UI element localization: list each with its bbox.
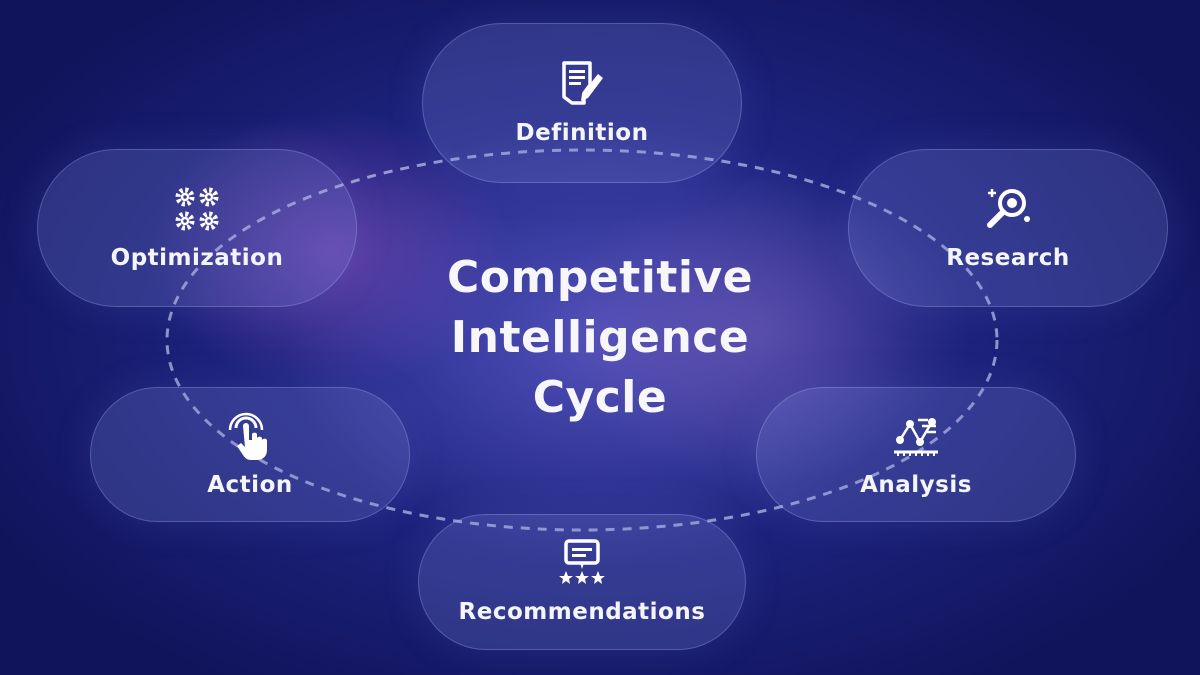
title-line: Intelligence bbox=[450, 312, 750, 363]
data-analysis-icon bbox=[894, 417, 938, 456]
title-line: Cycle bbox=[532, 372, 668, 423]
step-label: Definition bbox=[515, 120, 649, 146]
title-line: Competitive bbox=[447, 252, 753, 303]
step-label: Analysis bbox=[860, 471, 972, 498]
step-label: Recommendations bbox=[458, 599, 706, 625]
step-label: Research bbox=[946, 245, 1070, 271]
board-stars-icon bbox=[559, 539, 605, 584]
step-research: Research bbox=[848, 149, 1168, 307]
step-optimization: Optimization bbox=[37, 149, 357, 307]
step-recommendations: Recommendations bbox=[418, 514, 746, 650]
gears-icon bbox=[175, 187, 219, 231]
step-label: Optimization bbox=[110, 245, 284, 271]
step-action: Action bbox=[90, 387, 410, 522]
step-label: Action bbox=[207, 471, 293, 498]
step-analysis: Analysis bbox=[756, 387, 1076, 522]
magnifier-sparkle-icon bbox=[987, 189, 1030, 228]
document-pen-icon bbox=[562, 61, 603, 105]
hand-tap-icon bbox=[228, 412, 267, 460]
step-definition: Definition bbox=[422, 23, 742, 183]
diagram-title: Competitive Intelligence Cycle bbox=[350, 248, 850, 428]
